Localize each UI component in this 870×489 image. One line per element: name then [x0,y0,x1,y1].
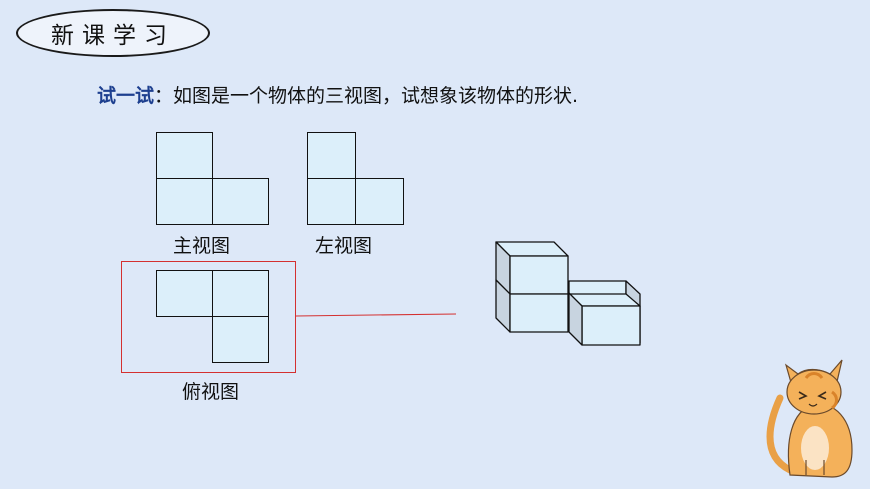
front-view-label: 主视图 [173,235,231,257]
cat-mascot-icon [766,359,853,478]
solid-3d-figure [495,241,641,346]
cube-front-face [581,305,641,346]
left-view-cell [307,178,356,225]
section-badge-label: 新课学习 [51,23,175,49]
task-text: ：如图是一个物体的三视图，试想象该物体的形状. [154,85,579,107]
left-view-label: 左视图 [315,235,373,257]
top-view-highlight-box [121,261,296,373]
task-prompt: 试一试：如图是一个物体的三视图，试想象该物体的形状. [97,81,578,108]
top-view-cell [212,316,269,363]
left-view-cell [355,178,404,225]
front-view-cell [212,178,269,225]
front-view-cell [156,132,213,179]
top-view-label: 俯视图 [182,381,240,403]
left-view-cell [307,132,356,179]
connector-line [295,313,457,317]
cube-front-face [509,255,569,295]
front-view-cell [156,178,213,225]
cube-front-face [509,293,569,333]
cube-side-face [568,292,583,346]
task-lead: 试一试 [97,85,155,107]
section-badge: 新课学习 [16,9,210,57]
